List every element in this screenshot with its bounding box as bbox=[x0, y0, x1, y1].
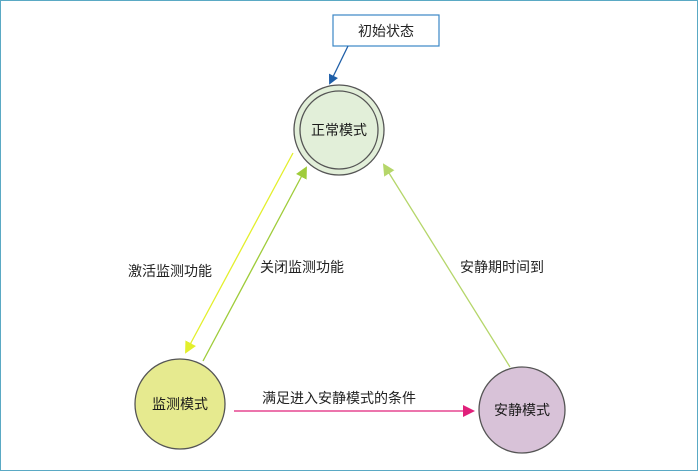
state-monitor-label: 监测模式 bbox=[152, 397, 208, 413]
label-quiet-timeout: 安静期时间到 bbox=[460, 260, 544, 276]
state-quiet[interactable]: 安静模式 bbox=[478, 366, 566, 454]
label-enter-quiet: 满足进入安静模式的条件 bbox=[262, 390, 416, 407]
state-normal[interactable]: 正常模式 bbox=[293, 84, 385, 176]
transition-activate-monitor bbox=[185, 152, 294, 354]
initial-state-label: 初始状态 bbox=[358, 23, 414, 40]
initial-transition-arrow bbox=[329, 45, 349, 85]
label-close-monitor: 关闭监测功能 bbox=[260, 260, 344, 276]
transition-quiet-timeout bbox=[382, 163, 511, 368]
state-normal-label: 正常模式 bbox=[311, 123, 367, 139]
initial-state-box[interactable]: 初始状态 bbox=[332, 14, 440, 47]
label-activate-monitor: 激活监测功能 bbox=[128, 263, 212, 280]
state-quiet-label: 安静模式 bbox=[494, 403, 550, 419]
state-monitor[interactable]: 监测模式 bbox=[134, 358, 226, 450]
transition-close-monitor bbox=[202, 166, 307, 362]
